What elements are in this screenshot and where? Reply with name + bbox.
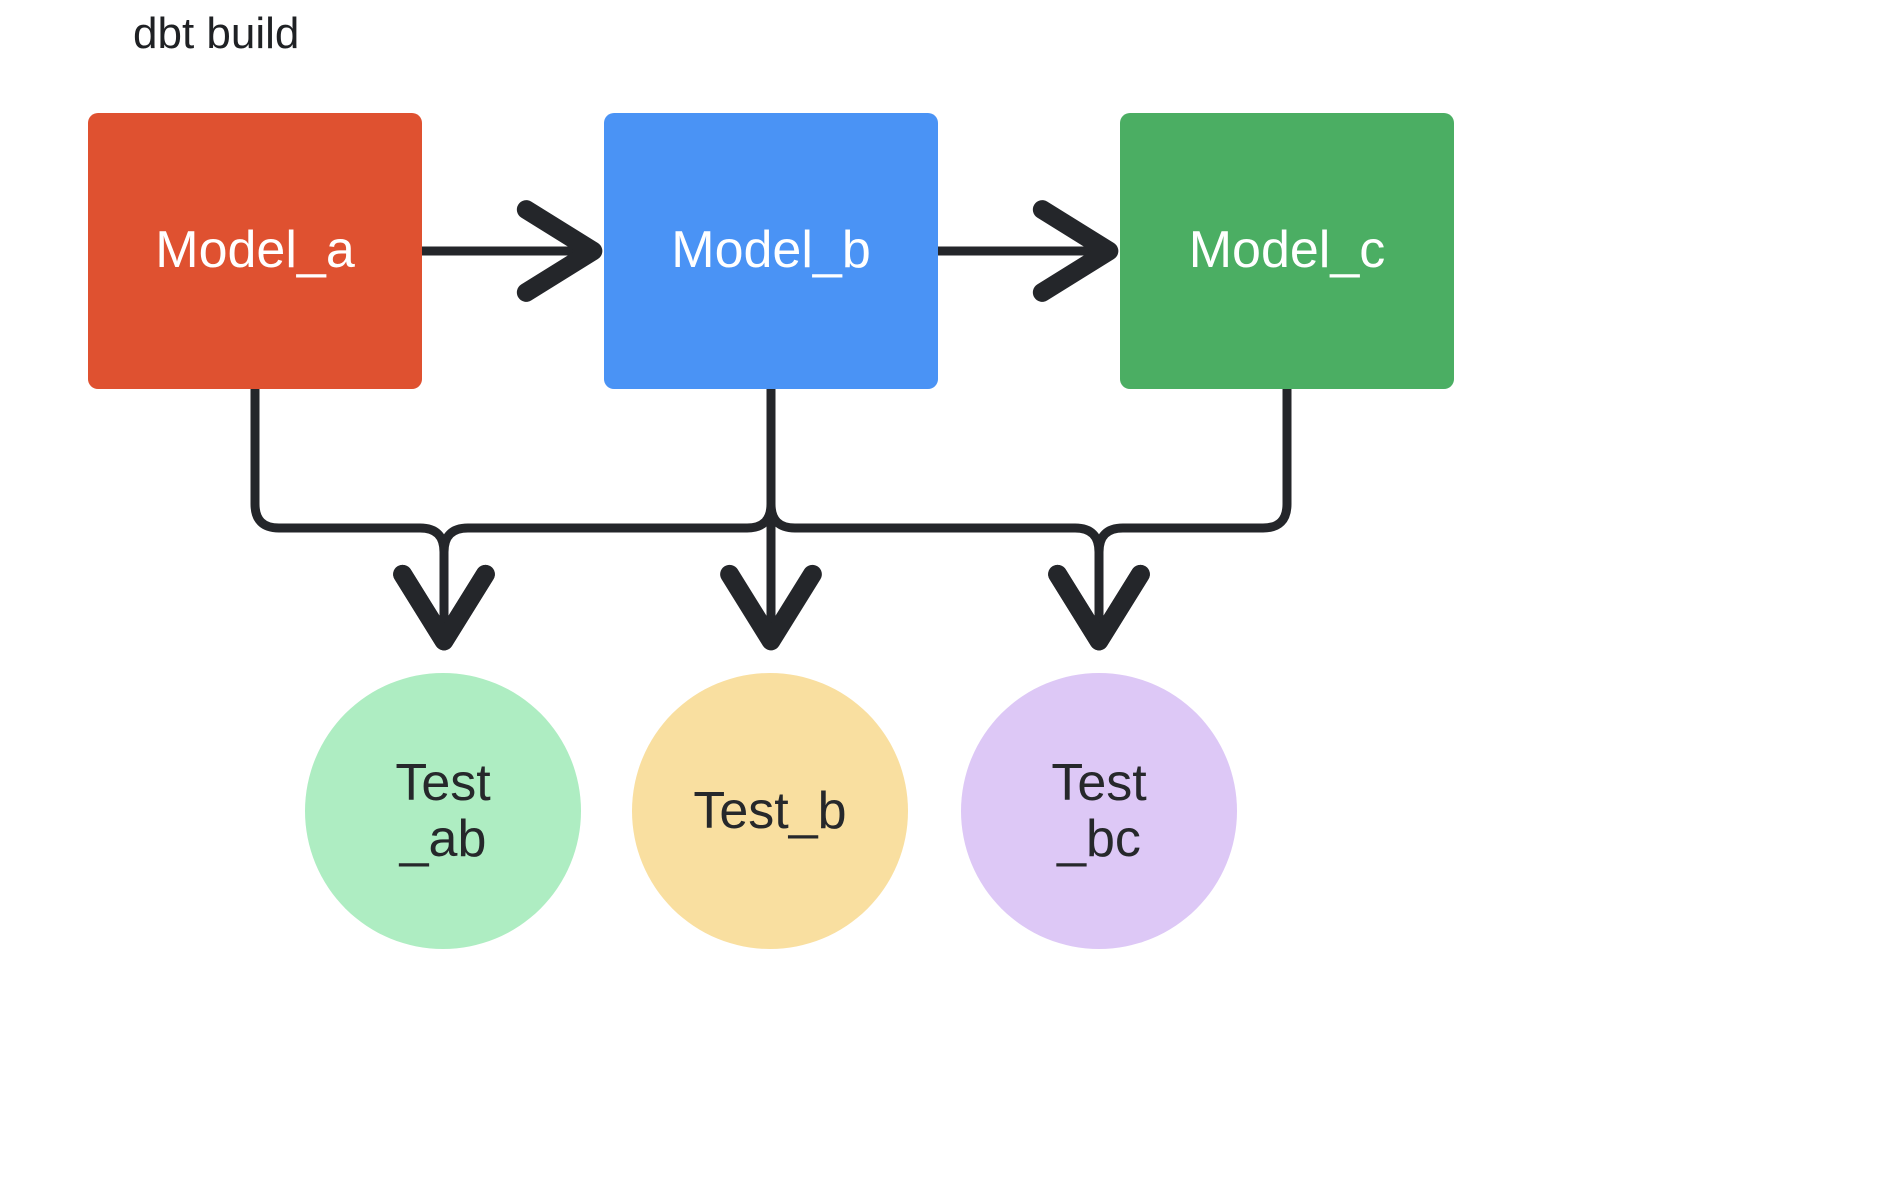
edge-model-c-to-test-bc [1048,389,1292,651]
node-model-a-label: Model_a [155,221,355,280]
node-model-b[interactable]: Model_b [604,113,938,389]
node-test-bc[interactable]: Test _bc [961,673,1237,949]
node-test-bc-label: Test _bc [1051,753,1147,868]
edge-model-a-to-test-ab [250,389,495,651]
node-test-ab[interactable]: Test _ab [305,673,581,949]
node-test-b[interactable]: Test_b [632,673,908,949]
node-model-c[interactable]: Model_c [1120,113,1454,389]
node-model-a[interactable]: Model_a [88,113,422,389]
diagram-title: dbt build [133,9,300,58]
edge-model-b-to-test-bc [766,389,1150,651]
node-model-c-label: Model_c [1188,221,1386,280]
edge-model-b-to-test-ab [393,389,776,651]
node-test-ab-label: Test _ab [395,753,491,868]
node-test-b-label: Test_b [693,781,847,840]
node-model-b-label: Model_b [671,221,871,280]
